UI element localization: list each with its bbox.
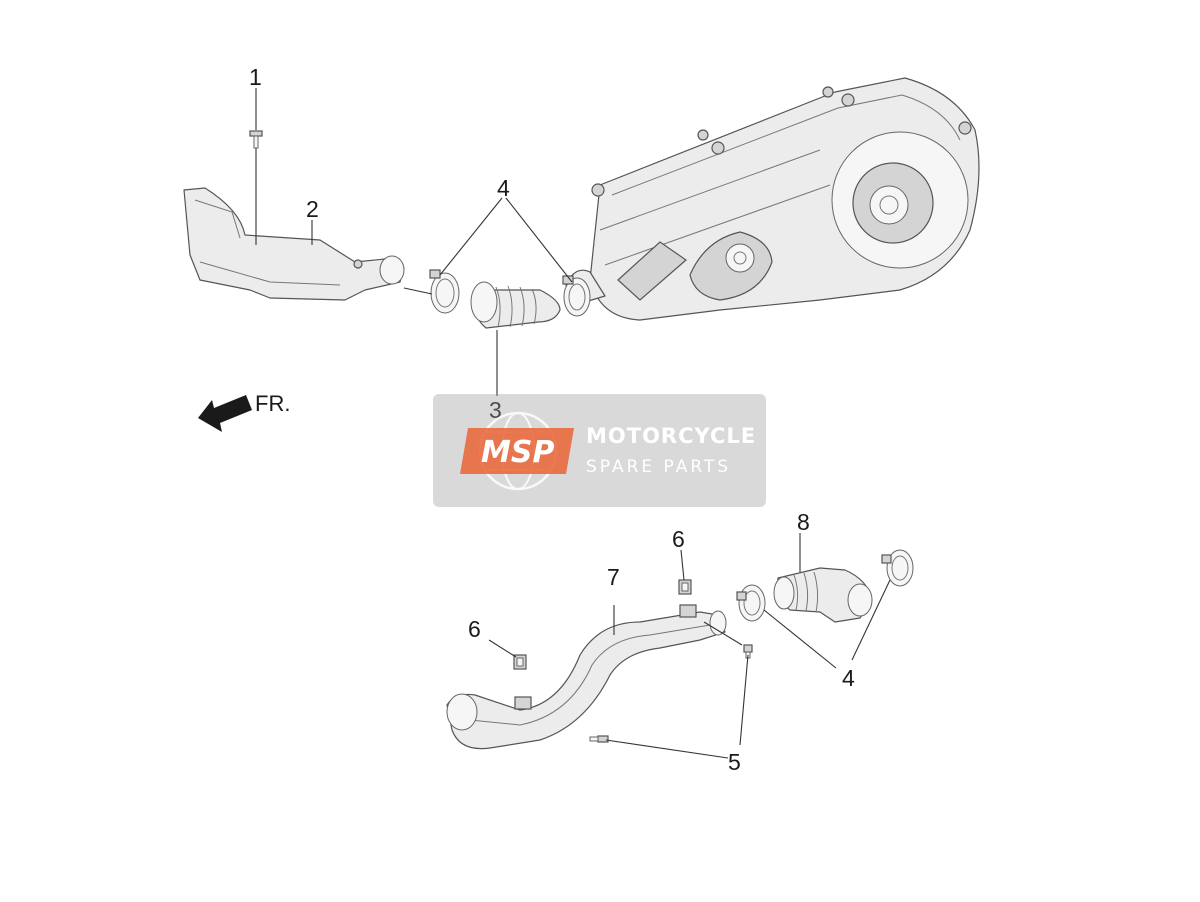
callout-6-right: 6 [672, 526, 685, 552]
part-6-clip-right [678, 579, 692, 595]
callout-5: 5 [728, 749, 741, 775]
part-4-clamp-lower-left [736, 584, 766, 622]
part-1-screw [249, 130, 263, 149]
front-direction-indicator: FR. [198, 391, 290, 432]
callout-7: 7 [607, 564, 620, 590]
part-4-clamp-lower-right [881, 549, 914, 587]
part-7-lower-duct [446, 604, 727, 750]
part-4-clamp-right [562, 275, 591, 317]
callout-1: 1 [249, 64, 262, 90]
part-6-clip-left [513, 654, 527, 670]
front-arrow-icon [198, 395, 252, 432]
cover-bolt-group [591, 86, 972, 197]
callout-8: 8 [797, 509, 810, 535]
part-5-screw-lower [589, 735, 609, 743]
callout-4-upper: 4 [497, 175, 510, 201]
leader-lines [255, 88, 891, 759]
watermark-logo-text: MSP [481, 435, 554, 470]
watermark-line-1: MOTORCYCLE [586, 424, 756, 448]
callout-3: 3 [489, 397, 502, 423]
callout-6-left: 6 [468, 616, 481, 642]
watermark-line-2: SPARE PARTS [586, 457, 731, 477]
part-8-bellows-elbow [773, 567, 873, 623]
watermark-logo-badge [460, 428, 574, 474]
part-2-air-duct [183, 187, 405, 301]
part-3-bellows-sleeve [470, 281, 561, 329]
callout-2: 2 [306, 196, 319, 222]
callout-4-lower: 4 [842, 665, 855, 691]
part-4-clamp-left [429, 269, 460, 314]
transmission-cover [565, 77, 980, 321]
watermark: MSP MOTORCYCLE SPARE PARTS [433, 394, 766, 507]
front-direction-label: FR. [255, 391, 290, 416]
